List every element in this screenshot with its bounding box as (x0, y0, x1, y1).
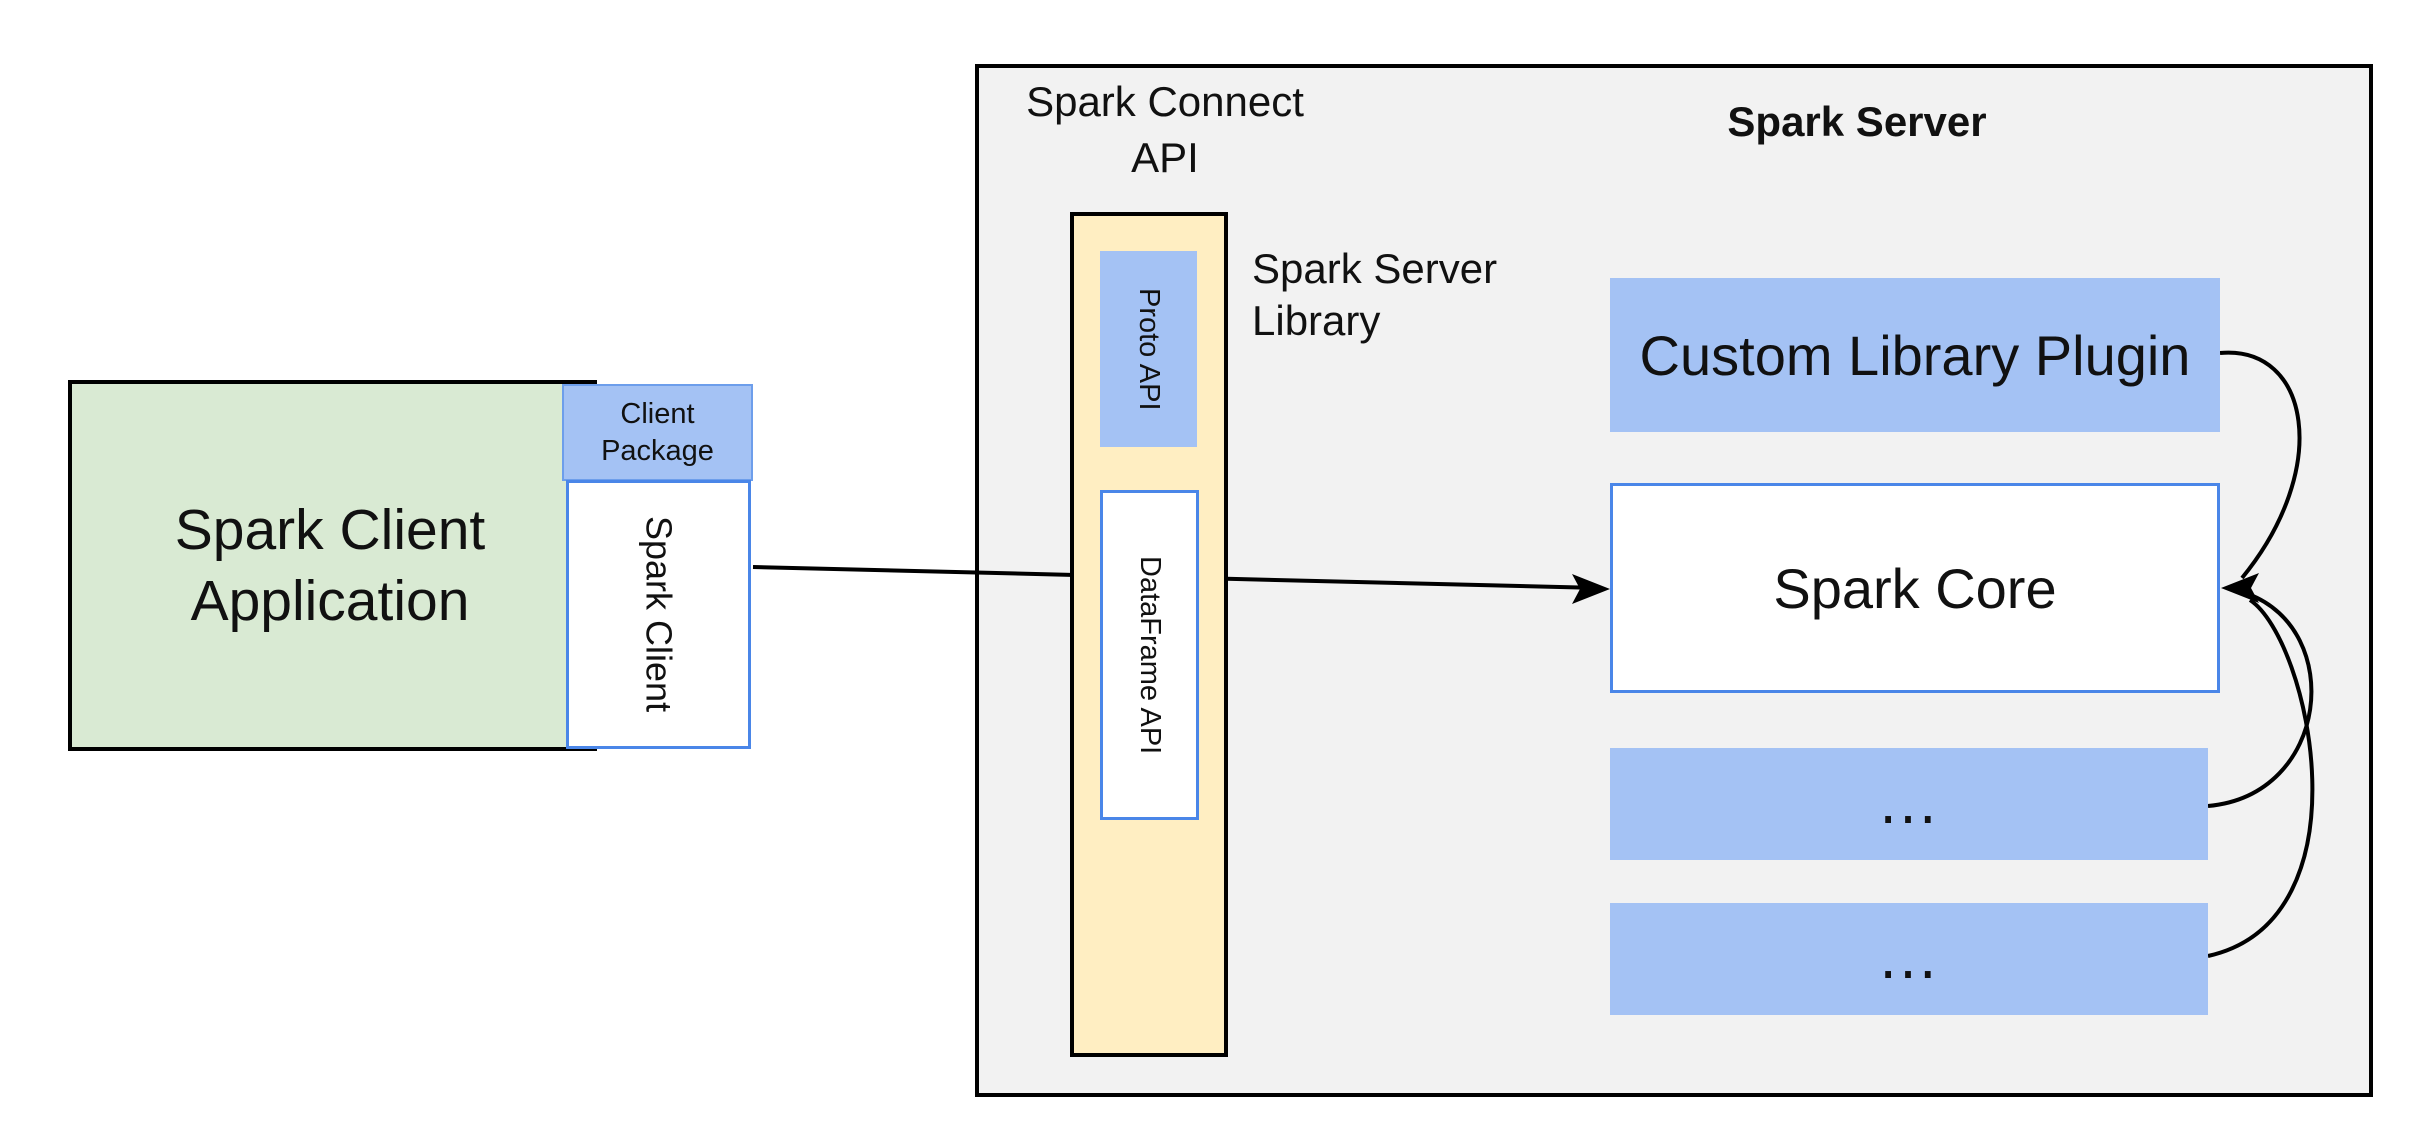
client-package-box: Client Package (562, 384, 753, 481)
ellipsis-box-2: ... (1610, 903, 2208, 1015)
curves-to-core-arrowhead (2221, 573, 2259, 603)
dataframe-api-label: DataFrame API (1134, 555, 1166, 755)
plugin-to-core-curve (2219, 350, 2302, 580)
spark-connect-api-label: Spark Connect API (1026, 78, 1304, 181)
ellipsis1-to-core-curve (2207, 592, 2314, 808)
proto-api-label: Proto API (1133, 287, 1165, 411)
spark-server-title: Spark Server (1727, 98, 1987, 145)
ellipsis-box-1: ... (1610, 748, 2208, 860)
proto-api-box: Proto API (1100, 251, 1197, 447)
client-to-core-arrowhead (1572, 574, 1610, 604)
spark-client-box: Spark Client (566, 480, 751, 749)
custom-library-plugin-box: Custom Library Plugin (1610, 278, 2220, 432)
spark-core-box: Spark Core (1610, 483, 2220, 693)
spark-client-application-label: Spark Client Application (174, 497, 486, 633)
spark-server-library-label: Spark Server Library (1252, 245, 1498, 344)
dataframe-api-box: DataFrame API (1100, 490, 1199, 820)
ellipsis2-to-core-curve (2207, 598, 2315, 958)
spark-client-label: Spark Client (638, 516, 680, 713)
